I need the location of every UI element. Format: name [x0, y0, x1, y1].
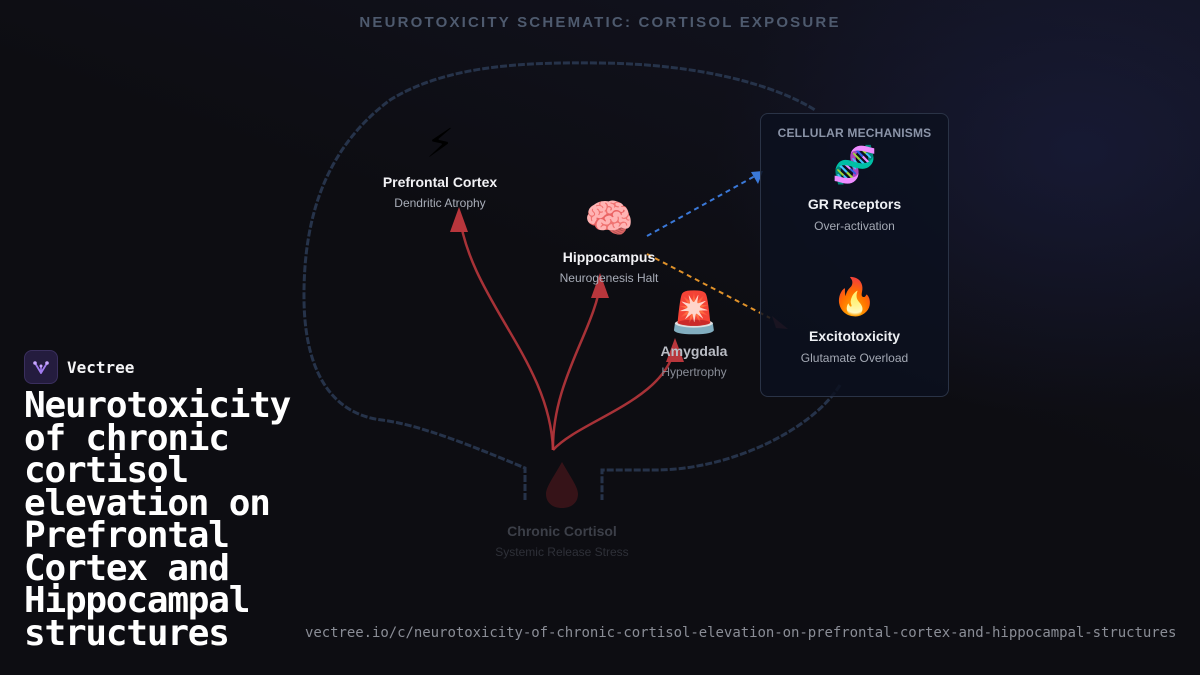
pathway-prefrontal [457, 212, 555, 451]
mechanism-sublabel: Glutamate Overload [800, 351, 909, 365]
arrowhead-amygdala [666, 338, 684, 362]
dna-icon: 🧬 [832, 145, 877, 186]
pathway-amygdala [552, 344, 677, 451]
node-prefrontal-cortex: ⚡ Prefrontal Cortex Dendritic Atrophy [350, 120, 530, 210]
vectree-logo-icon [24, 350, 58, 384]
diagram-title: NEUROTOXICITY SCHEMATIC: CORTISOL EXPOSU… [359, 14, 841, 31]
node-label: Hippocampus [562, 249, 656, 265]
node-label: Amygdala [660, 343, 728, 359]
siren-icon: 🚨 [669, 290, 719, 336]
page-url[interactable]: vectree.io/c/neurotoxicity-of-chronic-co… [305, 625, 1177, 641]
mechanism-label: Excitotoxicity [808, 328, 901, 344]
brain-outline [302, 61, 842, 500]
panel-title: CELLULAR MECHANISMS [777, 126, 932, 140]
mechanism-label: GR Receptors [807, 196, 902, 212]
arrowhead-prefrontal [450, 207, 468, 232]
node-label: Chronic Cortisol [507, 523, 617, 539]
node-sublabel: Hypertrophy [661, 365, 727, 379]
node-sublabel: Neurogenesis Halt [559, 271, 659, 285]
lightning-icon: ⚡ [425, 121, 455, 167]
node-sublabel: Dendritic Atrophy [394, 196, 486, 210]
mechanism-sublabel: Over-activation [814, 219, 895, 233]
pathway-hippocampus [551, 279, 603, 451]
drop-icon [546, 462, 578, 508]
node-chronic-cortisol: Chronic Cortisol Systemic Release Stress [472, 517, 652, 559]
node-label: Prefrontal Cortex [382, 174, 498, 190]
mechanism-gr-receptors: 🧬 GR Receptors Over-activation [761, 144, 948, 233]
cellular-mechanisms-panel: CELLULAR MECHANISMS 🧬 GR Receptors Over-… [760, 113, 949, 397]
brand-name: Vectree [67, 357, 135, 377]
link-gr-receptors [646, 175, 756, 237]
mechanism-excitotoxicity: 🔥 Excitotoxicity Glutamate Overload [761, 276, 948, 365]
node-amygdala: 🚨 Amygdala Hypertrophy [604, 289, 784, 379]
node-sublabel: Systemic Release Stress [495, 545, 629, 559]
brain-icon: 🧠 [584, 196, 634, 242]
node-hippocampus: 🧠 Hippocampus Neurogenesis Halt [519, 195, 699, 285]
brand[interactable]: Vectree [24, 350, 134, 384]
page-heading: Neurotoxicity of chronic cortisol elevat… [24, 385, 291, 654]
fire-icon: 🔥 [832, 277, 877, 318]
arrowhead-hippocampus [591, 273, 609, 298]
